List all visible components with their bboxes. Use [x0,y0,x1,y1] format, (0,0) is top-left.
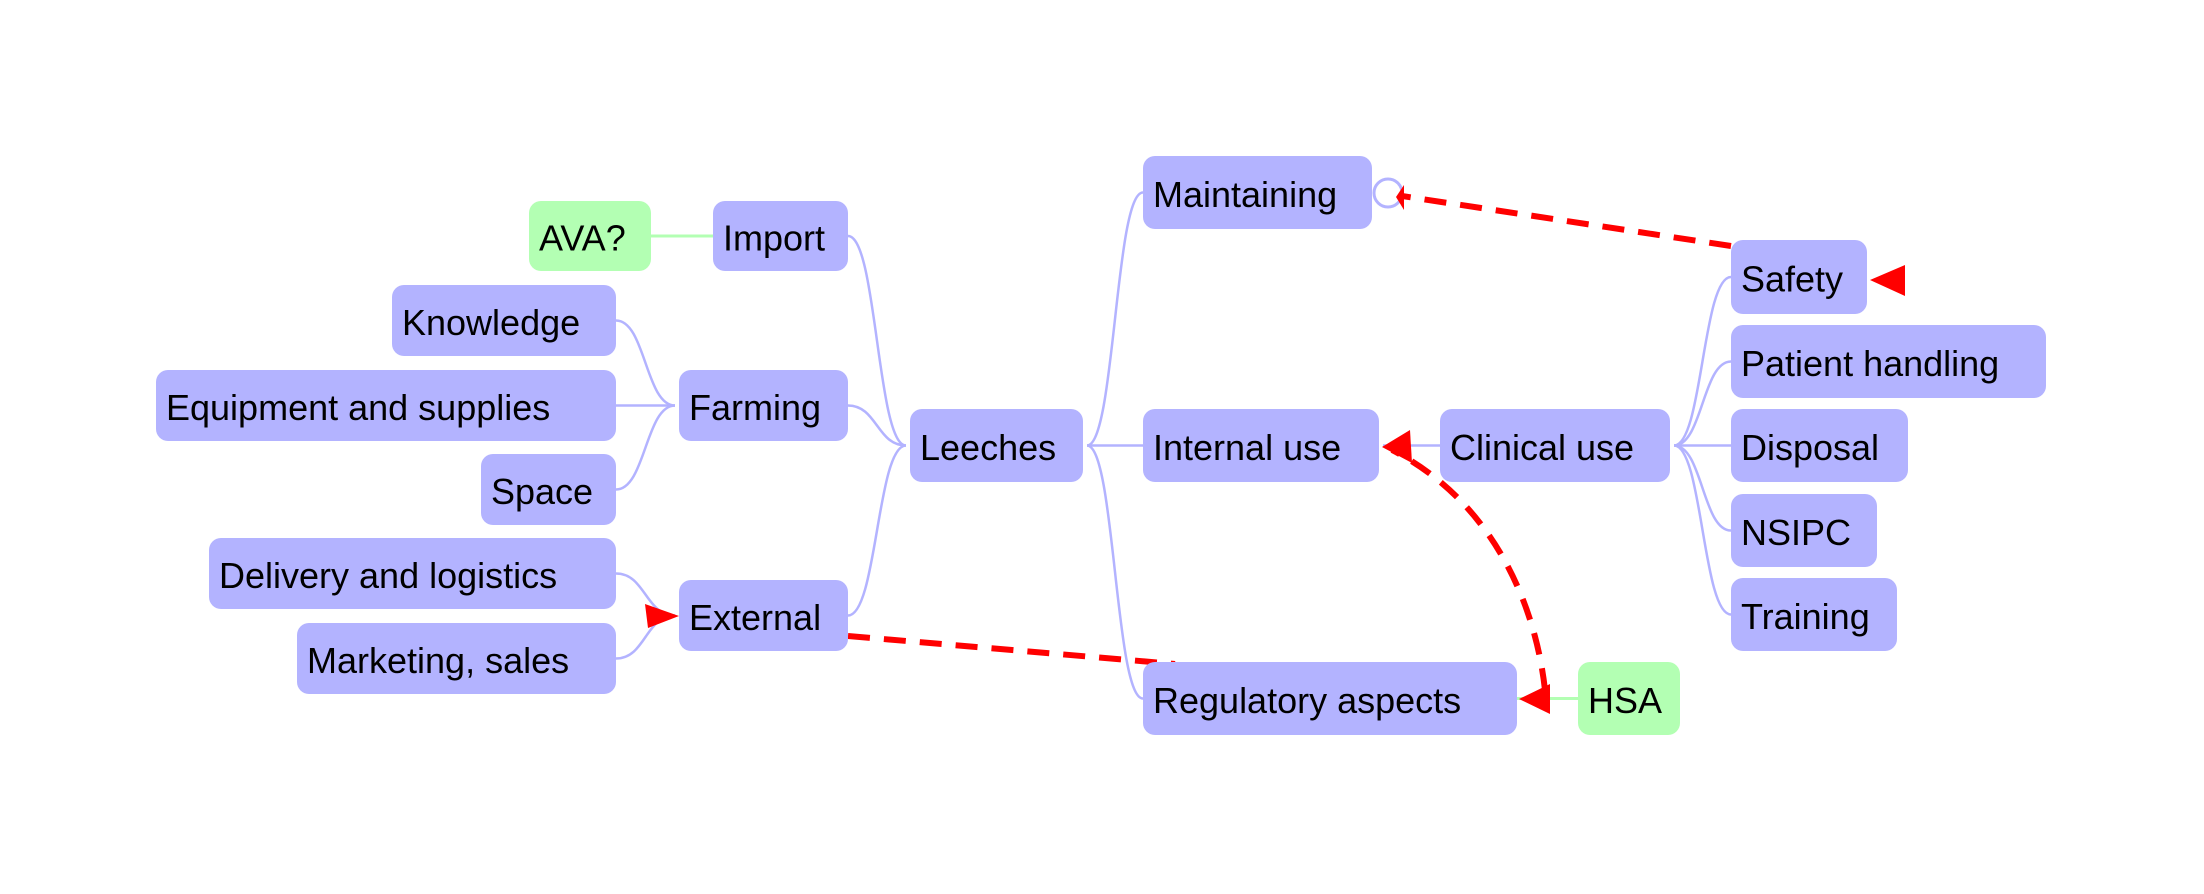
node-safety[interactable]: Safety [1731,240,1867,314]
node-box [1440,409,1670,482]
node-box [1143,662,1517,735]
node-label: Import [723,218,825,259]
node-label: Delivery and logistics [219,555,557,596]
connector-line [847,404,907,447]
node-knowledge[interactable]: Knowledge [392,285,616,356]
node-box [297,623,616,694]
connector-line [1673,444,1732,616]
node-label: Training [1741,596,1870,637]
connector-line [847,234,907,447]
connector-line [615,572,676,617]
node-label: Safety [1741,259,1843,300]
node-label: Internal use [1153,427,1341,468]
node-label: Regulatory aspects [1153,680,1461,721]
connector-line [615,404,676,491]
relationship-hsa-internal [1390,447,1548,691]
connector-line [1673,444,1732,532]
node-box [1731,578,1897,651]
connector-line [615,614,676,660]
node-space[interactable]: Space [481,454,616,525]
node-marketing[interactable]: Marketing, sales [297,623,616,694]
node-patient[interactable]: Patient handling [1731,325,2046,398]
connector-line [615,319,676,407]
connector-line [1673,360,1732,447]
node-training[interactable]: Training [1731,578,1897,651]
node-box [679,370,848,441]
relationship-external-regulatory [847,633,1176,667]
arrowhead-icon [1396,185,1404,210]
connector-line [847,444,907,617]
node-farming[interactable]: Farming [679,370,848,441]
node-clinical[interactable]: Clinical use [1440,409,1670,482]
node-box [529,201,651,271]
arrowhead-icon [645,604,679,628]
node-box [209,538,616,609]
node-box [392,285,616,356]
connector-line [1673,275,1732,447]
node-equipment[interactable]: Equipment and supplies [156,370,616,441]
node-label: External [689,597,821,638]
node-label: Knowledge [402,302,580,343]
node-box [679,580,848,651]
node-label: Patient handling [1741,343,1999,384]
node-label: NSIPC [1741,512,1851,553]
node-label: Leeches [920,427,1056,468]
node-box [1143,156,1372,229]
node-regulatory[interactable]: Regulatory aspects [1143,662,1517,735]
node-external[interactable]: External [679,580,848,651]
node-disposal[interactable]: Disposal [1731,409,1908,482]
node-root[interactable]: Leeches [910,409,1083,482]
relationship-lines [645,177,1905,714]
node-delivery[interactable]: Delivery and logistics [209,538,616,609]
relationship-maintaining-safety [1401,193,1732,249]
arrowhead-icon [1870,265,1905,296]
node-ava[interactable]: AVA? [529,201,651,271]
node-maintaining[interactable]: Maintaining [1143,156,1372,229]
node-box [156,370,616,441]
node-box [910,409,1083,482]
node-hsa[interactable]: HSA [1578,662,1680,735]
connector-line [1086,444,1144,700]
connector-line [1086,191,1144,447]
node-label: Space [491,471,593,512]
node-label: Farming [689,387,821,428]
node-box [1578,662,1680,735]
node-box [1731,240,1867,314]
node-box [1143,409,1379,482]
node-internal[interactable]: Internal use [1143,409,1379,482]
node-box [481,454,616,525]
node-label: Equipment and supplies [166,387,550,428]
node-import[interactable]: Import [713,201,848,271]
node-label: Maintaining [1153,174,1337,215]
node-nsipc[interactable]: NSIPC [1731,494,1877,567]
arrowhead-icon [1382,430,1412,463]
node-label: Marketing, sales [307,640,569,681]
node-label: Clinical use [1450,427,1634,468]
node-box [1731,325,2046,398]
arrowhead-icon [1519,684,1550,714]
node-box [713,201,848,271]
collapse-toggle-icon[interactable] [1372,177,1404,209]
node-label: AVA? [539,218,626,259]
connector-lines [615,191,1732,700]
node-box [1731,409,1908,482]
node-label: HSA [1588,680,1662,721]
node-label: Disposal [1741,427,1879,468]
node-box [1731,494,1877,567]
